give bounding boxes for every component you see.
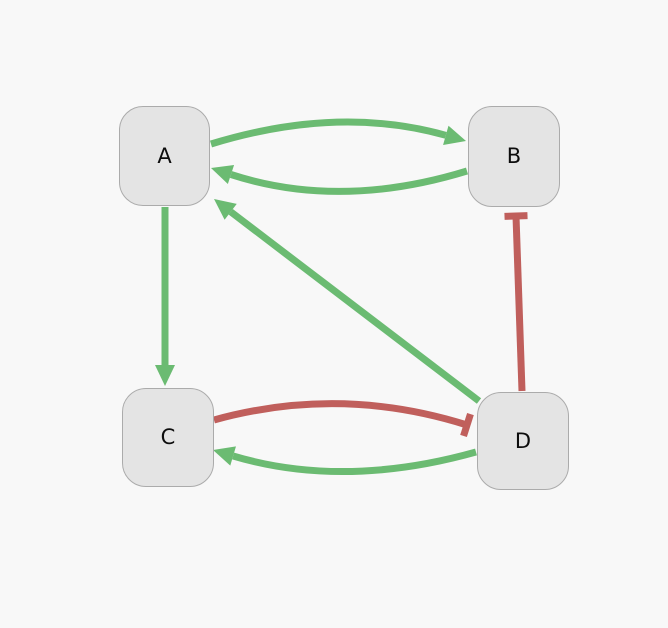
node-d: D (477, 392, 569, 490)
edge-A-C-arrowhead-icon (155, 365, 175, 386)
edge-A-B-arrowhead-icon (443, 125, 466, 145)
edge-B-A (229, 167, 469, 195)
edge-B-A-arrowhead-icon (211, 164, 235, 185)
node-b: B (468, 106, 560, 207)
edge-A-B (209, 118, 447, 148)
node-a-label: A (157, 143, 172, 168)
edge-D-A-arrowhead-icon (214, 199, 237, 220)
edge-D-B-inhibit-bar-icon (504, 212, 528, 220)
edge-C-D-inhibit-bar-icon (460, 412, 474, 438)
edge-D-B (512, 215, 526, 392)
node-b-label: B (506, 144, 522, 168)
edge-D-C-arrowhead-icon (213, 446, 236, 466)
node-a: A (119, 106, 210, 206)
node-c-label: C (160, 425, 176, 449)
edge-C-D (213, 400, 469, 429)
node-d-label: D (514, 428, 532, 453)
edge-D-C (232, 448, 477, 475)
edge-D-A (228, 208, 482, 404)
node-c: C (122, 388, 214, 487)
